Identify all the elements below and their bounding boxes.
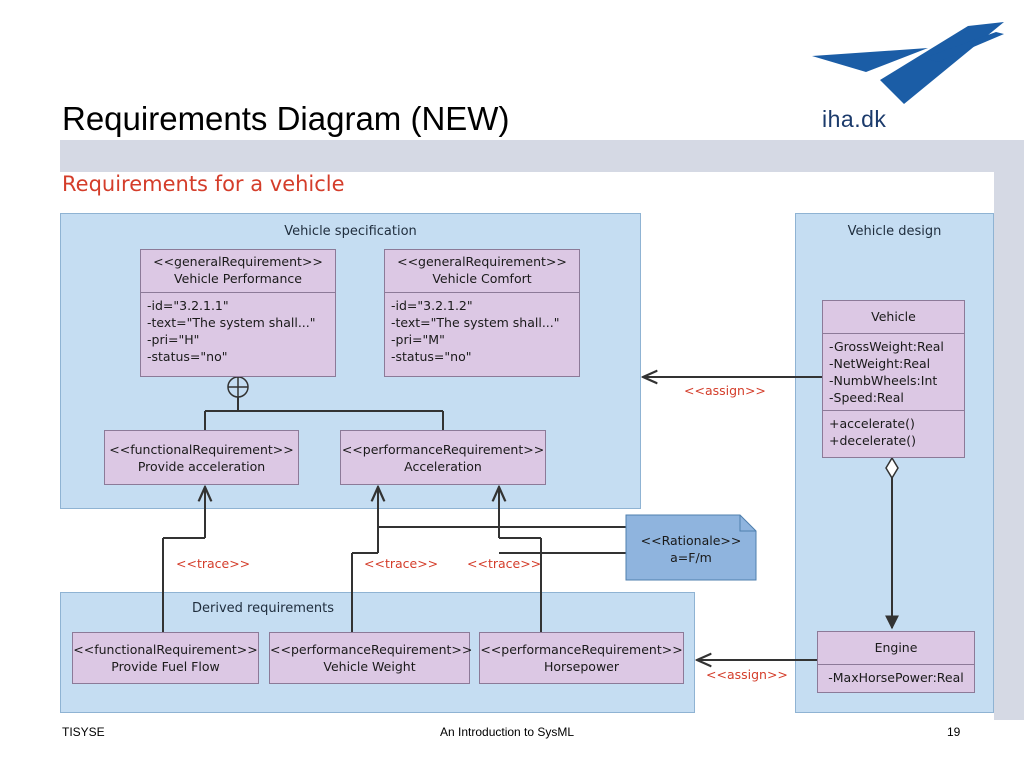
- block-horsepower[interactable]: <<performanceRequirement>> Horsepower: [479, 632, 684, 684]
- block-name: Provide acceleration: [137, 458, 266, 474]
- stereotype: <<functionalRequirement>>: [73, 642, 258, 657]
- side-band: [994, 140, 1024, 720]
- package-title: Vehicle specification: [284, 224, 417, 239]
- block-name: Vehicle: [871, 309, 916, 324]
- stereotype: <<performanceRequirement>>: [270, 642, 473, 657]
- rationale-stereotype: <<Rationale>>: [640, 533, 742, 548]
- stereotype: <<functionalRequirement>>: [109, 441, 294, 457]
- operation: +decelerate(): [829, 433, 916, 448]
- attribute: -id="3.2.1.2": [391, 298, 473, 313]
- stereotype: <<performanceRequirement>>: [341, 441, 545, 457]
- block-name: Horsepower: [543, 659, 620, 674]
- diagram-title: Requirements for a vehicle: [62, 172, 345, 196]
- header-band: [60, 140, 1024, 173]
- attribute: -NetWeight:Real: [829, 356, 931, 371]
- block-vehicle[interactable]: Vehicle -GrossWeight:Real -NetWeight:Rea…: [822, 300, 965, 458]
- block-name: Engine: [874, 640, 918, 655]
- stereotype: <<performanceRequirement>>: [480, 642, 683, 657]
- attribute: -pri="M": [391, 332, 445, 347]
- slide-title: Requirements Diagram (NEW): [62, 100, 510, 137]
- assign-label-engine: <<assign>>: [706, 667, 788, 682]
- attribute: -status="no": [147, 349, 228, 364]
- attribute: -NumbWheels:Int: [829, 373, 938, 388]
- block-provide-acceleration[interactable]: <<functionalRequirement>> Provide accele…: [104, 430, 299, 485]
- rationale-note[interactable]: <<Rationale>> a=F/m: [626, 532, 756, 566]
- block-name: Vehicle Performance: [174, 271, 302, 286]
- stereotype: <<generalRequirement>>: [397, 254, 567, 269]
- rationale-text: a=F/m: [670, 550, 712, 565]
- attribute: -MaxHorsePower:Real: [828, 670, 964, 685]
- footer-left: TISYSE: [62, 725, 105, 739]
- block-acceleration[interactable]: <<performanceRequirement>> Acceleration: [340, 430, 546, 485]
- block-engine[interactable]: Engine -MaxHorsePower:Real: [817, 631, 975, 693]
- block-name: Provide Fuel Flow: [111, 659, 220, 674]
- trace-label-horsepower: <<trace>>: [467, 556, 542, 571]
- trace-label-fuel-flow: <<trace>>: [176, 556, 251, 571]
- attribute: -pri="H": [147, 332, 200, 347]
- footer-center: An Introduction to SysML: [440, 725, 575, 739]
- block-name: Acceleration: [404, 458, 482, 474]
- attribute: -text="The system shall...": [147, 315, 316, 330]
- attribute: -GrossWeight:Real: [829, 339, 944, 354]
- attribute: -text="The system shall...": [391, 315, 560, 330]
- block-provide-fuel-flow[interactable]: <<functionalRequirement>> Provide Fuel F…: [72, 632, 259, 684]
- stereotype: <<generalRequirement>>: [153, 254, 323, 269]
- assign-label-vehicle: <<assign>>: [684, 383, 766, 398]
- iha-logo-icon: [812, 22, 1004, 104]
- block-name: Vehicle Weight: [323, 659, 416, 674]
- attribute: -status="no": [391, 349, 472, 364]
- attribute: -Speed:Real: [829, 390, 904, 405]
- package-title: Vehicle design: [847, 224, 942, 239]
- block-vehicle-weight[interactable]: <<performanceRequirement>> Vehicle Weigh…: [269, 632, 473, 684]
- block-vehicle-performance[interactable]: <<generalRequirement>> Vehicle Performan…: [140, 249, 336, 377]
- logo-text: iha.dk: [822, 106, 887, 132]
- operation: +accelerate(): [829, 416, 915, 431]
- trace-label-vehicle-weight: <<trace>>: [364, 556, 439, 571]
- attribute: -id="3.2.1.1": [147, 298, 229, 313]
- block-vehicle-comfort[interactable]: <<generalRequirement>> Vehicle Comfort -…: [384, 249, 580, 377]
- package-title: Derived requirements: [191, 601, 335, 616]
- block-name: Vehicle Comfort: [432, 271, 532, 286]
- page-number: 19: [947, 725, 961, 739]
